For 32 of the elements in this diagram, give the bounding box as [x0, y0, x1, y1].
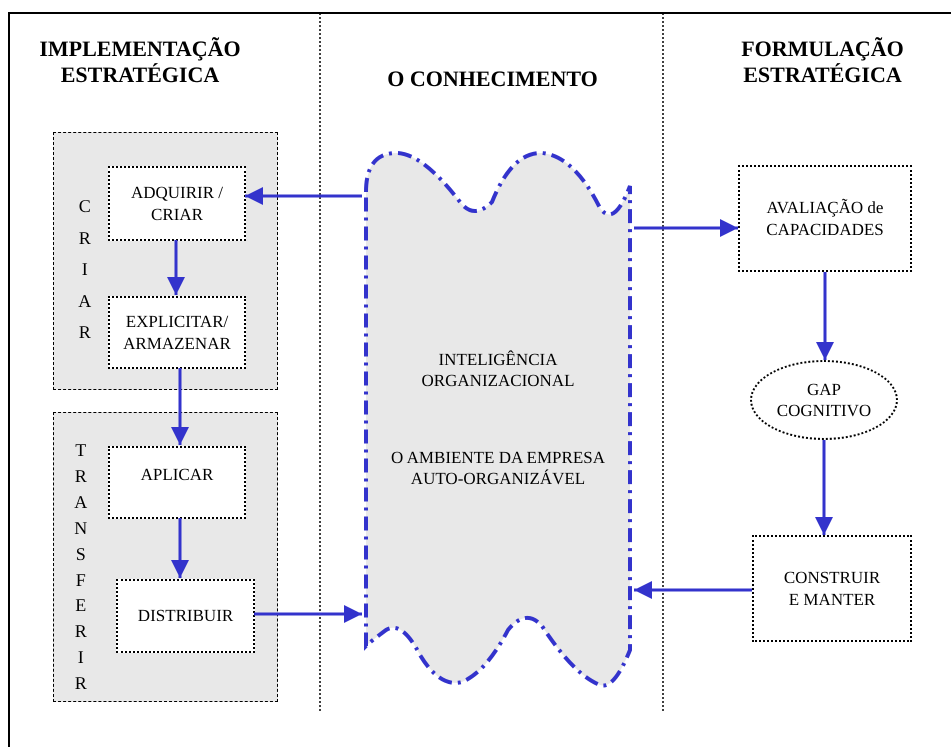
arrow [815, 440, 833, 535]
column-heading: O CONHECIMENTO [386, 66, 599, 92]
node-text: AVALIAÇÃO de CAPACIDADES [765, 197, 885, 240]
node-text: O AMBIENTE DA EMPRESA AUTO-ORGANIZÁVEL [390, 447, 606, 490]
node-text: CONSTRUIR E MANTER [784, 567, 880, 610]
arrow [816, 272, 834, 360]
process-box [108, 166, 246, 241]
column-heading: IMPLEMENTAÇÃO ESTRATÉGICA [38, 36, 242, 89]
arrow [167, 240, 185, 295]
node-text: DISTRIBUIR [138, 605, 234, 627]
process-box [116, 579, 255, 653]
arrow [171, 518, 189, 578]
arrow [254, 605, 362, 623]
node-text: ADQUIRIR / CRIAR [130, 182, 224, 225]
process-box [752, 535, 912, 642]
arrow [245, 187, 362, 205]
stage-panel [53, 412, 278, 702]
node-text: INTELIGÊNCIA ORGANIZACIONAL [420, 348, 576, 391]
arrow [634, 219, 738, 237]
process-box [738, 165, 912, 272]
wavy-document-shape [362, 150, 634, 688]
arrow [634, 581, 752, 599]
process-box [108, 296, 246, 369]
node-text: GAP COGNITIVO [776, 378, 872, 422]
column-heading: FORMULAÇÃO ESTRATÉGICA [740, 36, 905, 89]
stage-panel [53, 132, 278, 390]
vertical-label: TRANSFERIR [74, 439, 88, 696]
node-text: EXPLICITAR/ ARMAZENAR [122, 311, 232, 354]
node-text: APLICAR [140, 464, 214, 486]
vertical-label: CRIAR [78, 195, 92, 344]
arrow [171, 368, 189, 445]
process-box [108, 446, 246, 519]
